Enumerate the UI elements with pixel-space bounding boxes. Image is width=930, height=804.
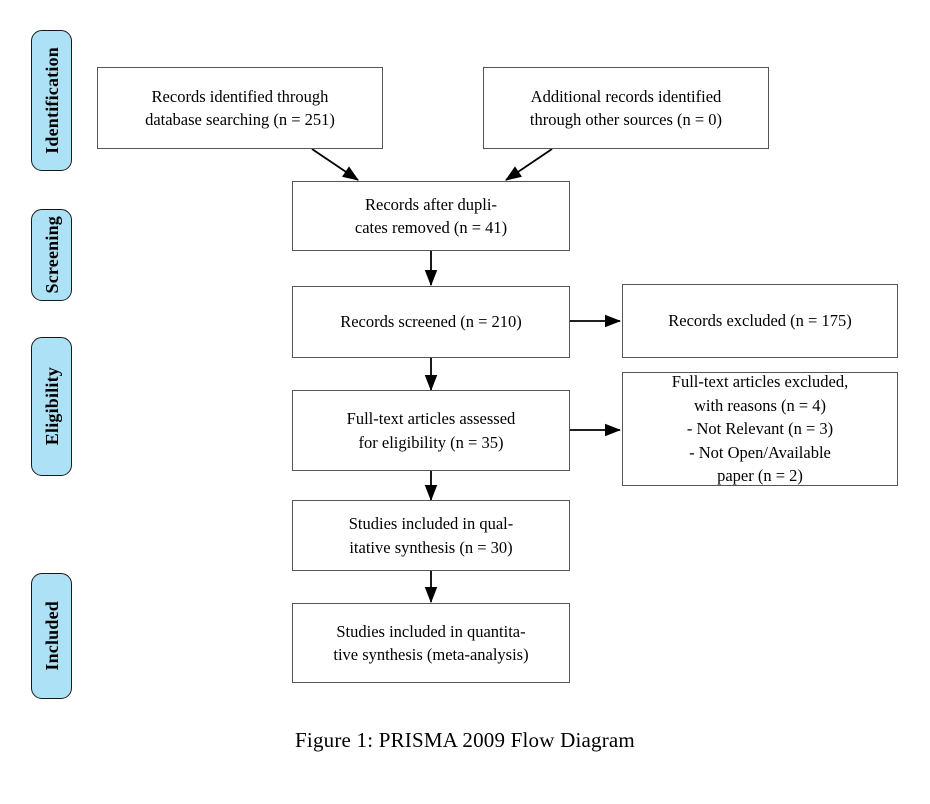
box-records-screened: Records screened (n = 210) <box>292 286 570 358</box>
box-records-excluded: Records excluded (n = 175) <box>622 284 898 358</box>
phase-label-included-text: Included <box>41 601 62 671</box>
box-records-excluded-text: Records excluded (n = 175) <box>668 311 852 331</box>
arrow-database-to-duplicates <box>311 148 359 181</box>
box-qualitative-synthesis-text: Studies included in qual- itative synthe… <box>348 514 514 557</box>
box-records-after-duplicates-removed-text: Records after dupli- cates removed (n = … <box>354 194 508 237</box>
box-additional-records-other-sources-text: Additional records identified through ot… <box>529 86 723 129</box>
phase-label-eligibility: Eligibility <box>31 337 72 476</box>
box-fulltext-articles-excluded-text: Full-text articles excluded, with reason… <box>671 372 849 486</box>
box-records-identified-database-text: Records identified through database sear… <box>145 86 335 129</box>
phase-label-eligibility-text: Eligibility <box>41 367 62 446</box>
phase-label-included: Included <box>31 573 72 699</box>
box-additional-records-other-sources: Additional records identified through ot… <box>483 67 769 149</box>
box-quantitative-synthesis-text: Studies included in quantita- tive synth… <box>333 621 529 664</box>
box-fulltext-articles-assessed: Full-text articles assessed for eligibil… <box>292 390 570 471</box>
box-fulltext-articles-assessed-text: Full-text articles assessed for eligibil… <box>346 409 516 452</box>
arrow-othersources-to-duplicates <box>505 148 553 181</box>
figure-caption: Figure 1: PRISMA 2009 Flow Diagram <box>295 728 635 752</box>
phase-label-identification-text: Identification <box>41 47 62 154</box>
phase-label-identification: Identification <box>31 30 72 171</box>
box-records-screened-text: Records screened (n = 210) <box>340 312 522 332</box>
box-qualitative-synthesis: Studies included in qual- itative synthe… <box>292 500 570 571</box>
phase-label-screening: Screening <box>31 209 72 301</box>
box-records-identified-database: Records identified through database sear… <box>97 67 383 149</box>
box-records-after-duplicates-removed: Records after dupli- cates removed (n = … <box>292 181 570 251</box>
box-fulltext-articles-excluded: Full-text articles excluded, with reason… <box>622 372 898 486</box>
box-quantitative-synthesis: Studies included in quantita- tive synth… <box>292 603 570 683</box>
phase-label-screening-text: Screening <box>41 216 62 294</box>
